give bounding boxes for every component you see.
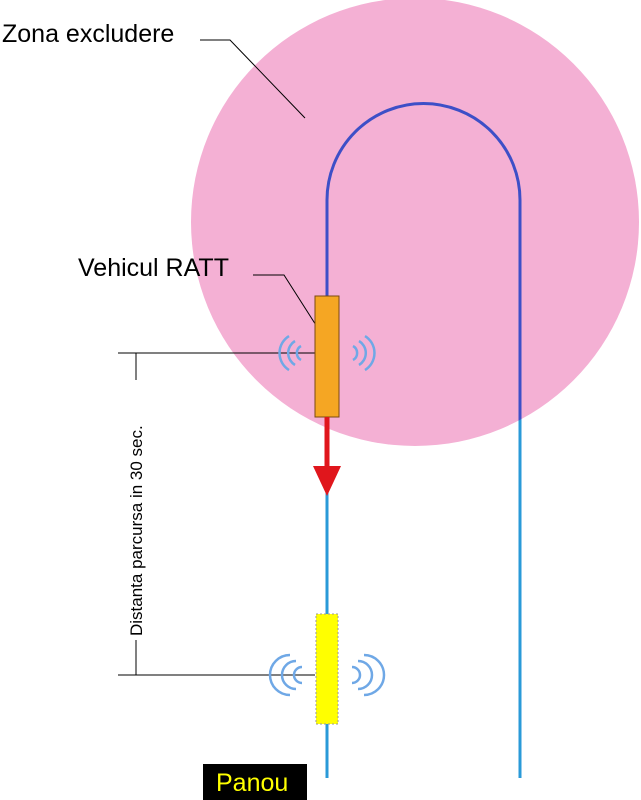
distance-label: Distanta parcursa in 30 sec. — [127, 425, 146, 636]
panel-rect — [315, 613, 339, 725]
vehicle-label: Vehicul RATT — [78, 254, 229, 282]
direction-arrow — [313, 417, 341, 496]
track-inside-zone — [325, 102, 522, 446]
exclusion-zone-circle — [191, 0, 639, 446]
exclusion-zone-label: Zona excludere — [2, 20, 174, 48]
vehicle-signal-icon — [278, 334, 376, 372]
svg-text:Panou: Panou — [216, 769, 288, 797]
panel-label: Panou — [203, 764, 307, 800]
zone-leader-line — [200, 39, 306, 119]
vehicle-rect — [314, 295, 340, 418]
vehicle-leader-line — [253, 274, 329, 345]
panel-signal-icon — [268, 653, 386, 697]
